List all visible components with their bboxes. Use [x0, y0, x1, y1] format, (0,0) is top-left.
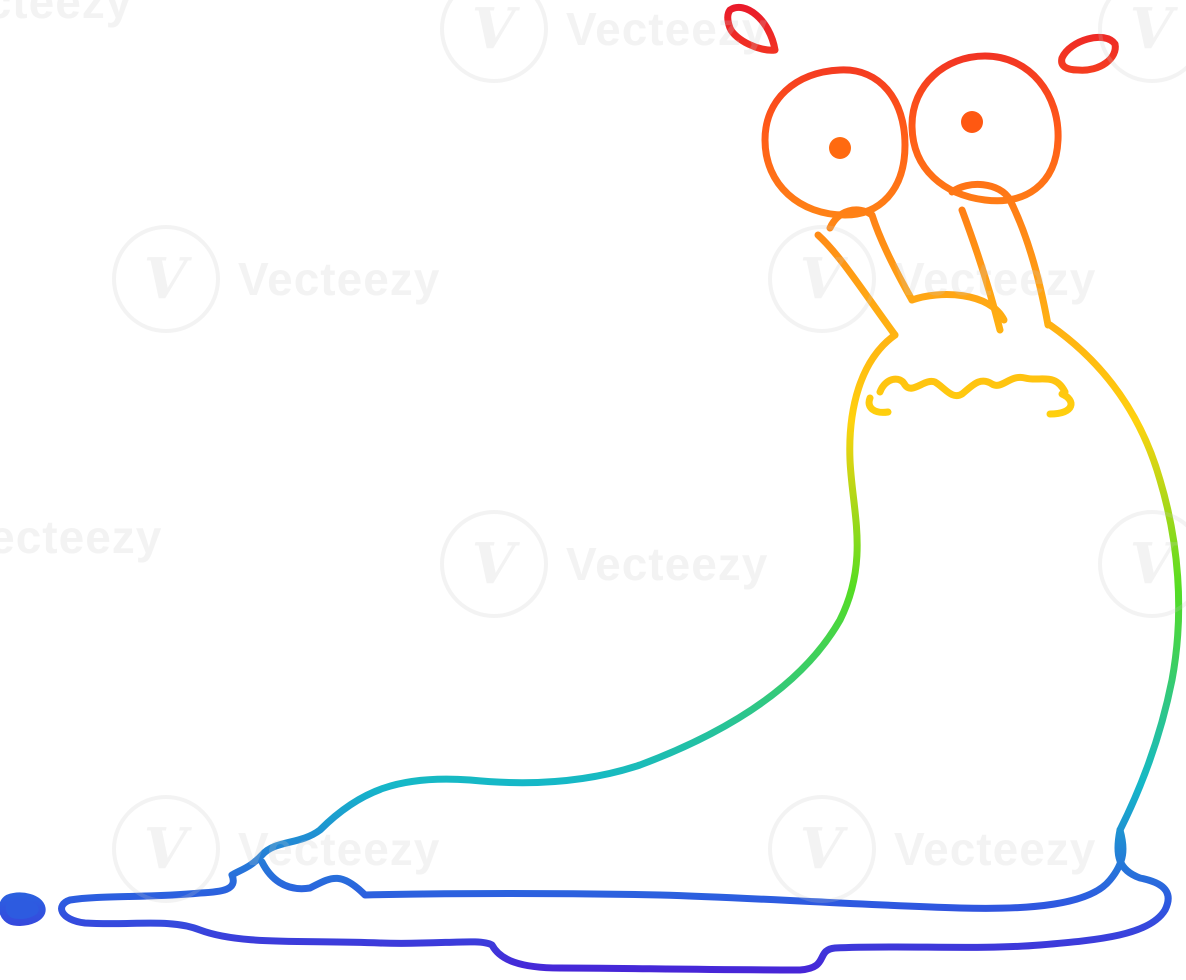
belly-line — [258, 826, 1127, 912]
pupil-right — [961, 111, 983, 133]
stalk-left — [814, 206, 916, 339]
eye-right — [908, 52, 1062, 205]
body-outline — [58, 321, 1183, 974]
mouth-corner-left — [865, 394, 892, 416]
mouth-wavy — [876, 373, 1069, 399]
sweat-drop-right — [1058, 33, 1119, 74]
pupil-left — [829, 137, 851, 159]
head-top — [908, 291, 1008, 324]
slime-dot — [0, 892, 46, 926]
mouth-corner-right — [1046, 390, 1075, 418]
stalk-right — [948, 180, 1052, 334]
sweat-drop-left — [724, 4, 779, 54]
